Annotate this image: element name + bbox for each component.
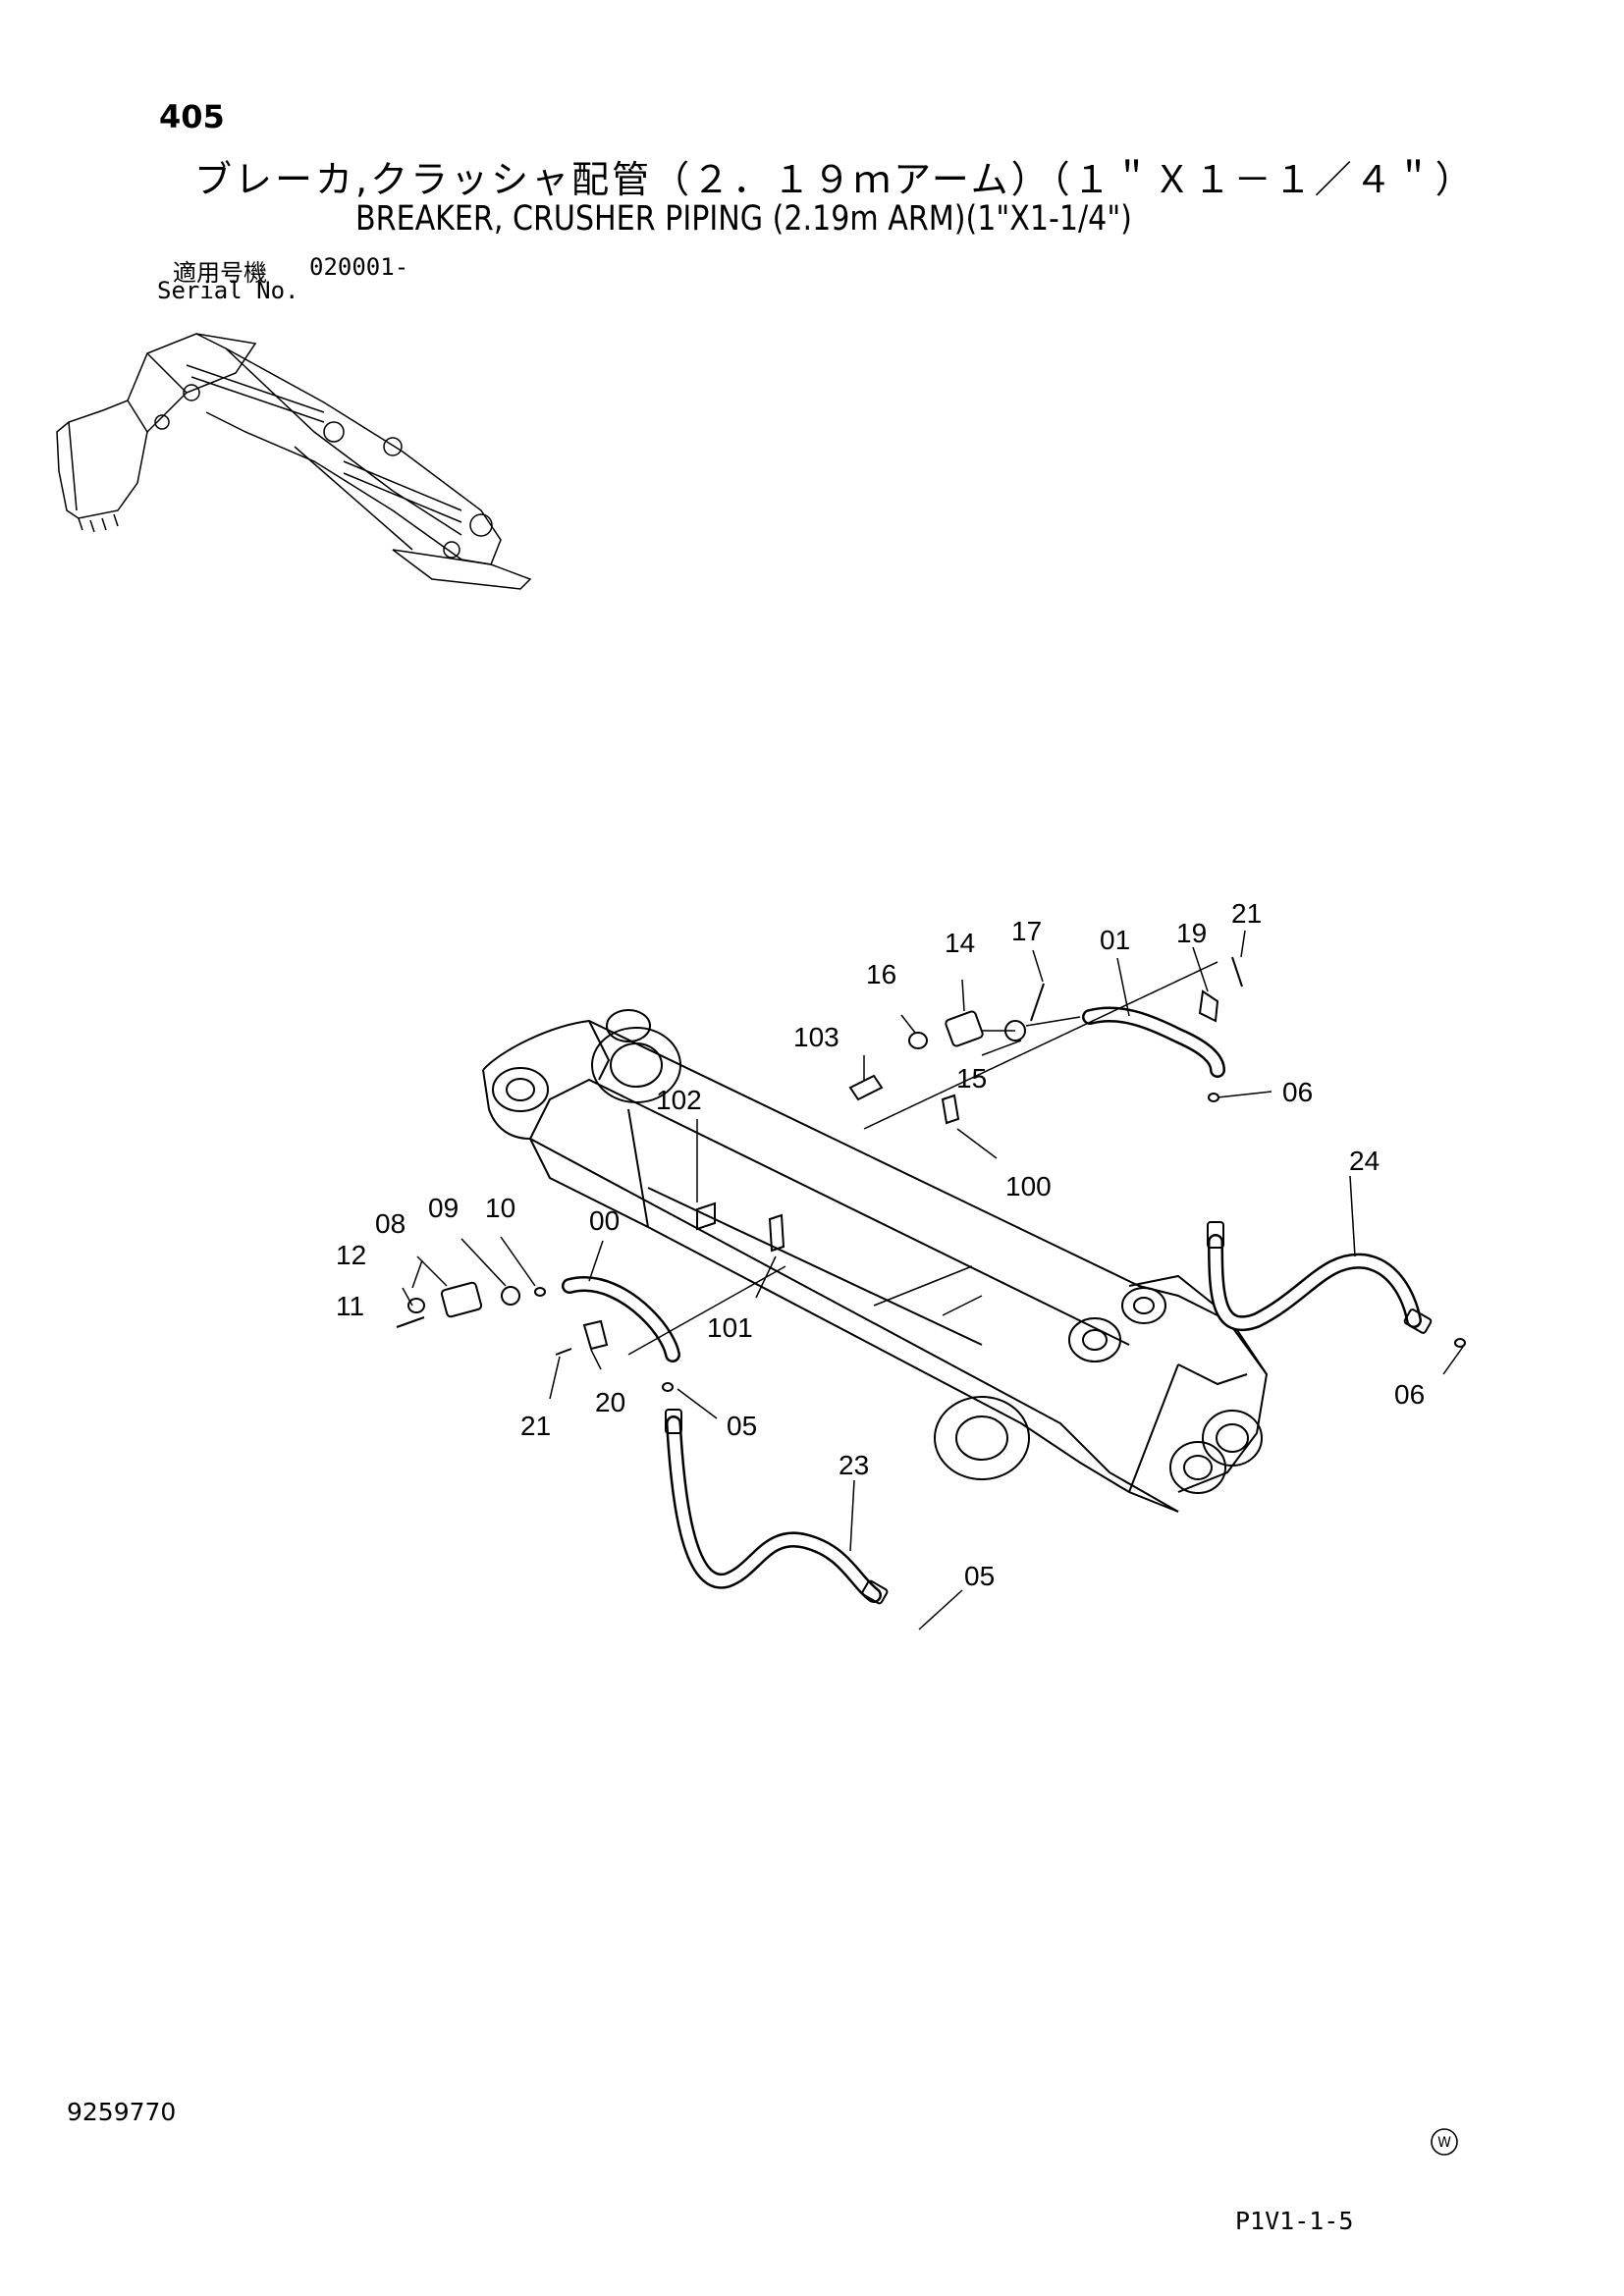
callout-17: 17 bbox=[1011, 916, 1042, 946]
bolt-21-lower bbox=[555, 1348, 572, 1356]
hose-24 bbox=[1207, 1221, 1466, 1348]
callout-24: 24 bbox=[1349, 1146, 1380, 1176]
callout-06-lower: 06 bbox=[1394, 1379, 1425, 1410]
o-ring-06-lower bbox=[1454, 1338, 1466, 1348]
upper-pipe-assembly bbox=[863, 956, 1243, 1130]
callout-01: 01 bbox=[1100, 925, 1130, 955]
serial-label-english: Serial No. bbox=[157, 277, 299, 304]
callout-16: 16 bbox=[866, 959, 896, 989]
callout-19: 19 bbox=[1176, 918, 1207, 948]
clamp-20 bbox=[582, 1319, 609, 1351]
callout-00: 00 bbox=[589, 1205, 620, 1236]
plug-16 bbox=[908, 1032, 928, 1049]
callout-06-upper: 06 bbox=[1282, 1077, 1313, 1107]
callout-15: 15 bbox=[956, 1063, 987, 1094]
serial-label-japanese: 適用号機 bbox=[173, 259, 267, 287]
circled-w-logo-icon: W bbox=[1431, 2128, 1458, 2156]
callout-11: 11 bbox=[336, 1291, 364, 1321]
callout-05-lower: 05 bbox=[964, 1561, 995, 1591]
bolt-21 bbox=[1231, 956, 1243, 988]
callout-100: 100 bbox=[1005, 1171, 1052, 1201]
callout-101: 101 bbox=[707, 1312, 753, 1343]
block-103 bbox=[848, 1074, 884, 1101]
o-ring-06-upper bbox=[1208, 1093, 1219, 1102]
clamp-19 bbox=[1198, 989, 1219, 1023]
page-number: 405 bbox=[159, 98, 225, 135]
block-14 bbox=[945, 1010, 984, 1047]
callout-14: 14 bbox=[945, 928, 975, 958]
callout-20: 20 bbox=[595, 1387, 625, 1417]
bolt-11 bbox=[396, 1316, 425, 1328]
callout-08: 08 bbox=[375, 1208, 406, 1239]
clamp-101 bbox=[768, 1213, 785, 1253]
callout-21-lower: 21 bbox=[520, 1411, 551, 1441]
lower-pipe-assembly bbox=[396, 1265, 786, 1392]
bolt-17 bbox=[1030, 983, 1045, 1022]
callout-numbers: 00 01 05 05 06 06 08 09 10 11 12 14 15 1… bbox=[336, 898, 1425, 1591]
leader-lines bbox=[402, 930, 1464, 1630]
title-japanese: ブレーカ,クラッシャ配管（２．１９ｍアーム）（１＂Ｘ１－１／４＂） bbox=[194, 158, 1476, 201]
callout-12: 12 bbox=[336, 1240, 366, 1270]
arm-structure bbox=[482, 1009, 1269, 1513]
title-english: BREAKER, CRUSHER PIPING (2.19m ARM)(1"X1… bbox=[355, 199, 1132, 239]
page-reference: P1V1-1-5 bbox=[1235, 2207, 1354, 2235]
clamp-100 bbox=[941, 1094, 960, 1125]
plug-12 bbox=[407, 1298, 425, 1313]
document-number: 9259770 bbox=[67, 2098, 177, 2126]
hose-23 bbox=[665, 1409, 889, 1605]
callout-102: 102 bbox=[656, 1085, 702, 1115]
block-08 bbox=[440, 1281, 483, 1318]
plate-102 bbox=[696, 1201, 716, 1231]
serial-value: 020001- bbox=[309, 253, 409, 281]
callout-23: 23 bbox=[839, 1450, 869, 1480]
callout-103: 103 bbox=[793, 1022, 839, 1052]
callout-10: 10 bbox=[485, 1193, 515, 1223]
o-ring-05-upper bbox=[662, 1382, 674, 1392]
bracket-group bbox=[696, 1074, 960, 1253]
adapter-09 bbox=[501, 1286, 520, 1306]
excavator-thumbnail-illustration bbox=[56, 333, 532, 590]
callout-09: 09 bbox=[428, 1193, 459, 1223]
callout-21-upper: 21 bbox=[1231, 898, 1262, 929]
o-ring-10 bbox=[534, 1287, 546, 1297]
logo-letter: W bbox=[1437, 2135, 1451, 2151]
callout-05-upper: 05 bbox=[727, 1411, 757, 1441]
